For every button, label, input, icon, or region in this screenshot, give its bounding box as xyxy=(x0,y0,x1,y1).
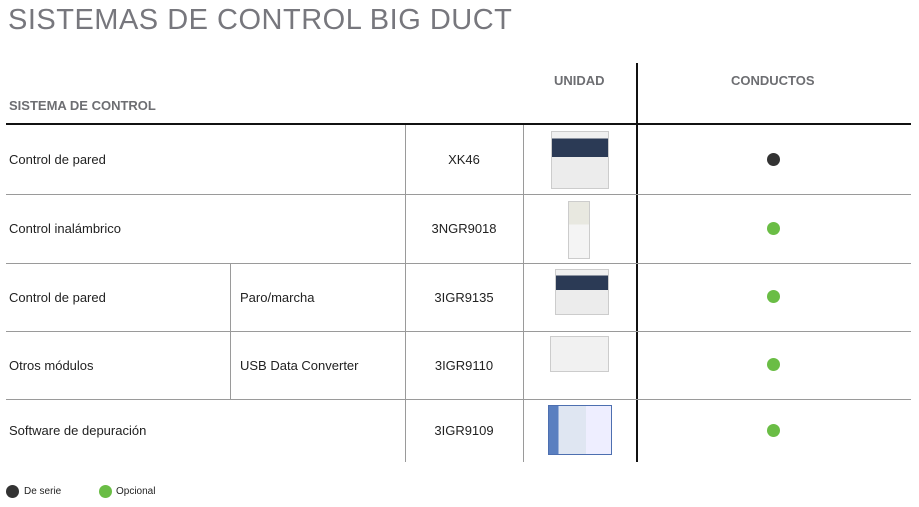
system-detail: Paro/marcha xyxy=(240,289,315,305)
row-divider xyxy=(6,194,911,195)
system-name: Software de depuración xyxy=(9,423,147,438)
legend-optional-label: Opcional xyxy=(116,486,156,497)
legend-optional-dot xyxy=(99,485,112,498)
optional-dot xyxy=(767,358,780,371)
standard-dot xyxy=(767,152,780,166)
cell-divider xyxy=(405,331,406,399)
wireless-remote-image xyxy=(568,201,590,259)
system-name: Control de pared xyxy=(9,152,106,167)
legend-standard-dot xyxy=(6,485,19,498)
unit-code: 3IGR9109 xyxy=(434,423,494,438)
cell-divider xyxy=(230,331,231,399)
header-rule xyxy=(6,123,911,125)
unit-code: XK46 xyxy=(448,152,480,167)
cell-divider xyxy=(230,263,231,331)
cell-divider xyxy=(523,125,524,194)
header-system: SISTEMA DE CONTROL xyxy=(9,98,156,113)
system-name: Control inalámbrico xyxy=(9,221,121,236)
system-detail: USB Data Converter xyxy=(240,357,359,373)
cell-divider xyxy=(523,194,524,263)
legend-standard-label: De serie xyxy=(24,486,62,497)
system-name: Control de pared xyxy=(9,289,106,305)
optional-dot xyxy=(767,221,780,235)
cell-divider xyxy=(405,194,406,263)
cell-divider xyxy=(405,125,406,194)
cell-divider xyxy=(523,331,524,399)
cell-divider xyxy=(405,399,406,462)
cell-divider xyxy=(405,263,406,331)
row-divider xyxy=(6,399,911,400)
unit-code: 3IGR9110 xyxy=(434,357,494,373)
wall-controller-image xyxy=(551,131,609,189)
header-ducts: CONDUCTOS xyxy=(731,73,815,88)
optional-dot xyxy=(767,290,780,303)
optional-dot xyxy=(767,423,780,437)
software-screenshot-image xyxy=(548,405,612,455)
cell-divider xyxy=(523,399,524,462)
cell-divider xyxy=(523,263,524,331)
column-divider xyxy=(636,63,638,462)
system-name: Otros módulos xyxy=(9,357,94,373)
row-divider xyxy=(6,263,911,264)
header-unit: UNIDAD xyxy=(554,73,605,88)
unit-code: 3NGR9018 xyxy=(431,221,497,236)
usb-converter-image xyxy=(550,336,609,372)
unit-code: 3IGR9135 xyxy=(434,289,494,305)
wall-controller-image xyxy=(555,269,609,315)
page-title: SISTEMAS DE CONTROL BIG DUCT xyxy=(8,4,513,36)
row-divider xyxy=(6,331,911,332)
